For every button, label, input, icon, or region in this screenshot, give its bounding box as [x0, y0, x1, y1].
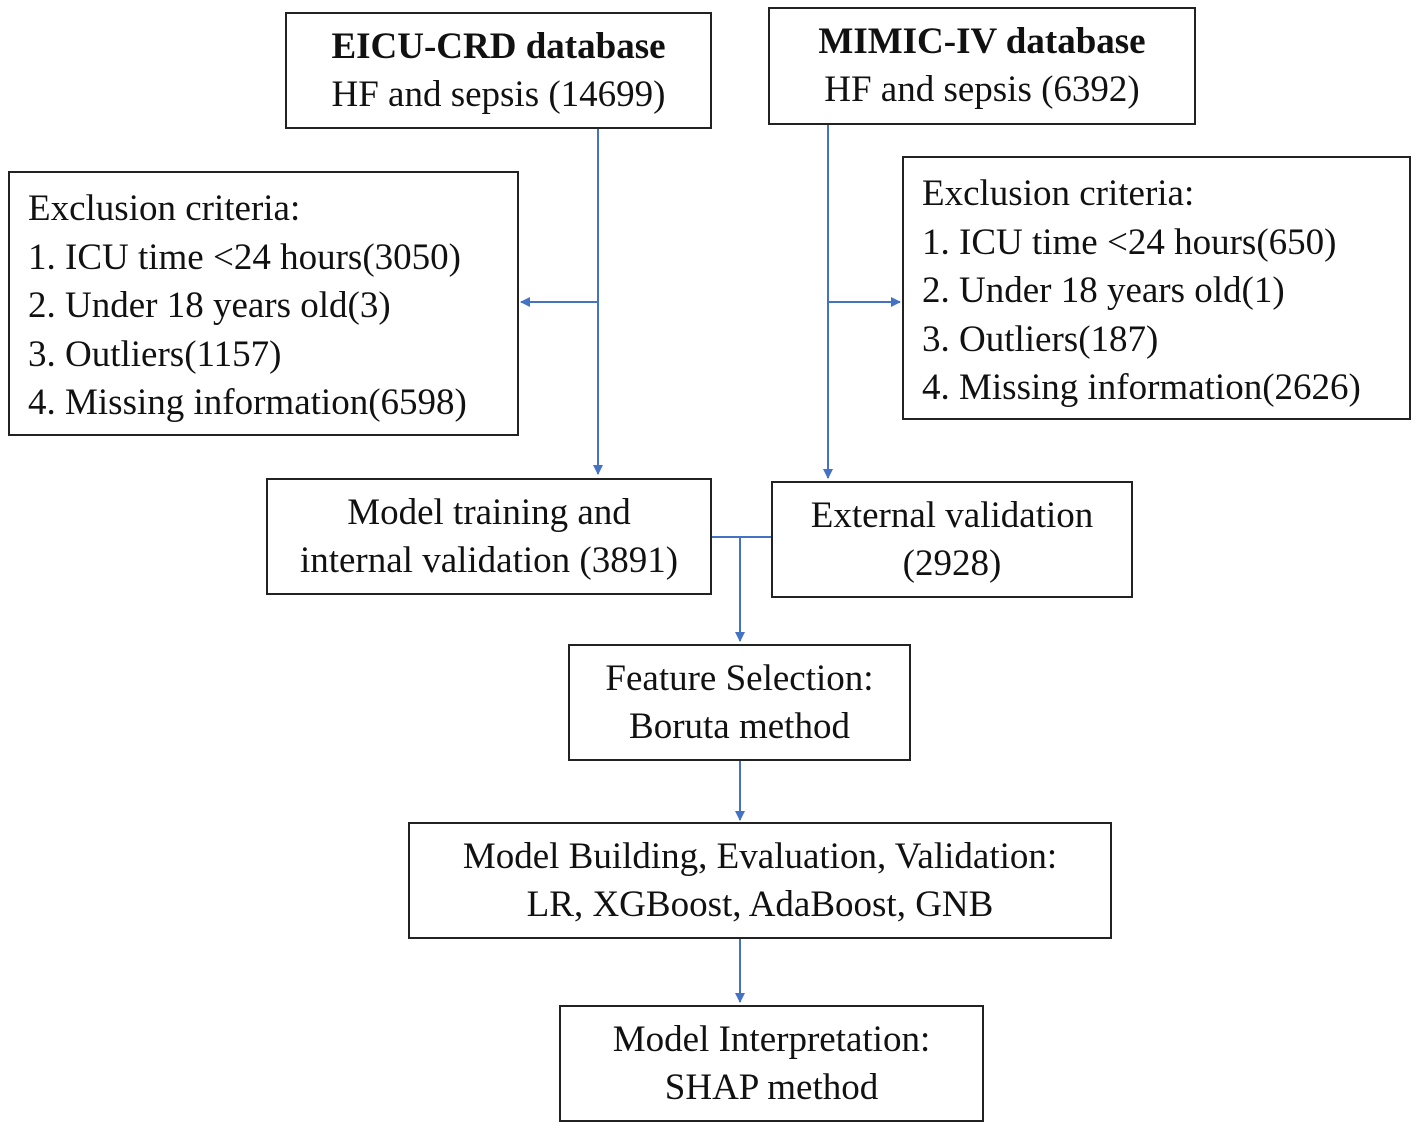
mimic-database-count: HF and sepsis (6392)	[824, 69, 1140, 110]
eicu-exclusion-item: 4. Missing information(6598)	[28, 382, 467, 423]
eicu-exclusion-item: 3. Outliers(1157)	[28, 333, 282, 375]
model-building-box: Model Building, Evaluation, Validation: …	[408, 822, 1112, 939]
mimic-exclusion-item: 2. Under 18 years old(1)	[922, 270, 1285, 311]
eicu-exclusion-heading: Exclusion criteria:	[28, 188, 301, 229]
external-validation-box: External validation (2928)	[771, 481, 1133, 598]
mimic-exclusion-item: 4. Missing information(2626)	[922, 367, 1361, 408]
model-interpretation-line-1: Model Interpretation:	[612, 1018, 931, 1060]
training-line-1: Model training and	[347, 491, 631, 533]
training-box: Model training and internal validation (…	[266, 478, 712, 595]
model-interpretation-box: Model Interpretation: SHAP method	[559, 1005, 984, 1122]
mimic-database-box: MIMIC-IV database HF and sepsis (6392)	[768, 7, 1196, 125]
model-building-line-2: LR, XGBoost, AdaBoost, GNB	[526, 883, 994, 925]
mimic-exclusion-item: 1. ICU time <24 hours(650)	[922, 221, 1337, 263]
external-validation-line-1: External validation	[810, 494, 1094, 536]
mimic-exclusion-heading: Exclusion criteria:	[922, 173, 1195, 214]
feature-selection-box: Feature Selection: Boruta method	[568, 644, 911, 761]
training-line-2: internal validation (3891)	[299, 539, 679, 581]
model-building-line-1: Model Building, Evaluation, Validation:	[462, 835, 1058, 877]
mimic-exclusion-box: Exclusion criteria: 1. ICU time <24 hour…	[902, 156, 1411, 420]
mimic-exclusion-item: 3. Outliers(187)	[922, 318, 1159, 360]
eicu-database-title: EICU-CRD database	[331, 25, 666, 67]
feature-selection-line-1: Feature Selection:	[605, 657, 874, 699]
eicu-exclusion-box: Exclusion criteria: 1. ICU time <24 hour…	[8, 171, 519, 436]
eicu-exclusion-item: 1. ICU time <24 hours(3050)	[28, 236, 461, 278]
eicu-database-count: HF and sepsis (14699)	[331, 73, 666, 115]
external-validation-line-2: (2928)	[902, 542, 1002, 584]
eicu-database-box: EICU-CRD database HF and sepsis (14699)	[285, 12, 712, 129]
mimic-database-title: MIMIC-IV database	[818, 21, 1146, 62]
feature-selection-line-2: Boruta method	[629, 705, 850, 747]
eicu-exclusion-item: 2. Under 18 years old(3)	[28, 285, 391, 326]
model-interpretation-line-2: SHAP method	[664, 1066, 879, 1108]
